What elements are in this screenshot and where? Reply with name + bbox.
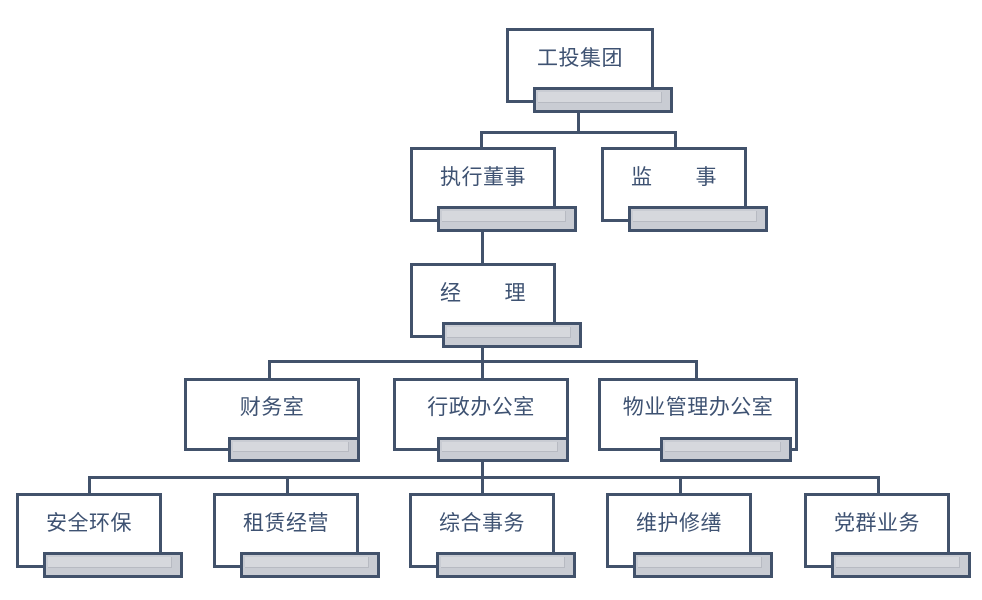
node-admin-office-face[interactable]: 行政办公室	[393, 378, 569, 451]
node-party-affairs-label: 党群业务	[834, 511, 920, 535]
connector-party-up	[877, 476, 880, 494]
node-group-plate	[533, 87, 673, 113]
node-supervisor-label: 监 事	[631, 165, 717, 189]
node-safety-env-plate	[43, 552, 183, 578]
node-safety-env-face[interactable]: 安全环保	[16, 493, 162, 568]
connector-level5-bus	[88, 476, 880, 479]
connector-admin-up	[481, 360, 484, 379]
node-executive-director-face[interactable]: 执行董事	[410, 147, 556, 222]
connector-safety-up	[88, 476, 91, 494]
node-maintenance-repair-face[interactable]: 维护修缮	[606, 493, 752, 568]
node-maintenance-repair-plate	[633, 552, 773, 578]
node-general-affairs-face[interactable]: 综合事务	[409, 493, 555, 568]
node-manager-plate	[442, 322, 582, 348]
node-safety-env-label: 安全环保	[46, 511, 132, 535]
node-property-office-label: 物业管理办公室	[622, 395, 774, 419]
connector-finance-up	[268, 360, 271, 379]
node-party-affairs-face[interactable]: 党群业务	[804, 493, 950, 568]
node-executive-director-label: 执行董事	[440, 165, 526, 189]
node-property-office-face[interactable]: 物业管理办公室	[598, 378, 798, 451]
node-supervisor-plate	[628, 206, 768, 232]
connector-admin-down	[481, 452, 484, 478]
node-admin-office-label: 行政办公室	[427, 395, 535, 419]
node-finance-office-plate	[228, 437, 360, 462]
connector-exec-to-manager	[481, 228, 484, 264]
node-leasing-ops-label: 租赁经营	[243, 511, 329, 535]
connector-level2-bus	[480, 131, 677, 134]
node-finance-office-face[interactable]: 财务室	[184, 378, 360, 451]
connector-manager-down	[481, 340, 484, 362]
node-group-label: 工投集团	[537, 46, 623, 70]
connector-leasing-up	[286, 476, 289, 494]
node-leasing-ops-plate	[240, 552, 380, 578]
connector-exec-up	[480, 131, 483, 149]
node-property-office-plate	[660, 437, 792, 462]
node-general-affairs-plate	[436, 552, 576, 578]
node-general-affairs-label: 综合事务	[439, 511, 525, 535]
connector-group-down	[577, 110, 580, 133]
node-supervisor-face[interactable]: 监 事	[601, 147, 747, 222]
node-leasing-ops-face[interactable]: 租赁经营	[213, 493, 359, 568]
node-maintenance-repair-label: 维护修缮	[636, 511, 722, 535]
connector-property-up	[695, 360, 698, 379]
node-manager-label: 经 理	[440, 281, 526, 305]
connector-maintenance-up	[679, 476, 682, 494]
node-group-face[interactable]: 工投集团	[506, 28, 654, 103]
connector-supervisor-up	[674, 131, 677, 149]
connector-general-up	[481, 476, 484, 494]
node-party-affairs-plate	[831, 552, 971, 578]
node-executive-director-plate	[437, 206, 577, 232]
node-finance-office-label: 财务室	[239, 395, 305, 419]
node-manager-face[interactable]: 经 理	[410, 263, 556, 338]
node-admin-office-plate	[437, 437, 569, 462]
